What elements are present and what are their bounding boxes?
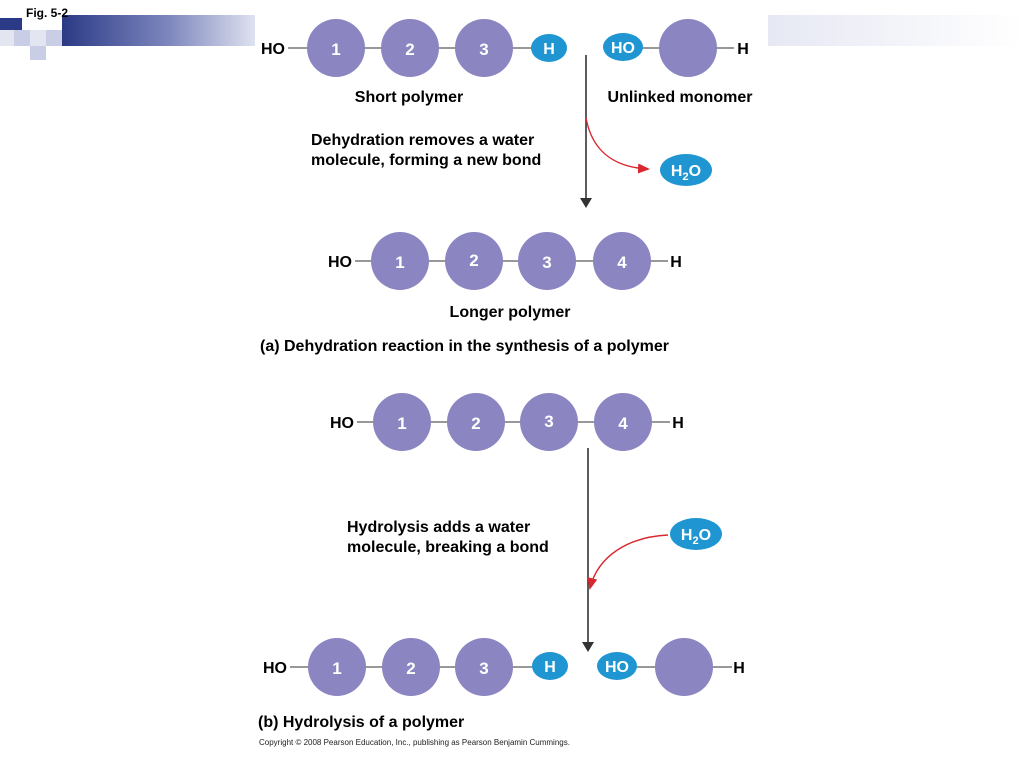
monomer-number: 2 — [469, 251, 478, 270]
water-release-arrow — [585, 117, 650, 174]
ho-group — [603, 33, 643, 61]
monomer — [659, 19, 717, 77]
monomer-number: 2 — [405, 40, 414, 59]
water-ellipse — [670, 518, 722, 550]
ho-label: HO — [330, 415, 354, 432]
monomer — [445, 232, 503, 290]
monomer — [455, 638, 513, 696]
header-bar-right — [768, 15, 1024, 46]
monomer-number: 2 — [471, 414, 480, 433]
ho-label: HO — [328, 254, 352, 271]
monomer — [371, 232, 429, 290]
h-group — [532, 652, 568, 680]
monomer — [593, 232, 651, 290]
hydrolysis-polymer: HO 1 2 3 4 H — [330, 393, 684, 451]
unlinked-monomer-caption: Unlinked monomer — [608, 89, 753, 106]
header-square — [46, 30, 62, 46]
header-square — [0, 18, 22, 30]
panel-a-caption: (a) Dehydration reaction in the synthesi… — [260, 338, 669, 355]
monomer-number: 1 — [332, 659, 341, 678]
monomer-number: 3 — [479, 40, 488, 59]
monomer-number: 4 — [618, 414, 628, 433]
unlinked-monomer: HO H Unlinked monomer — [603, 19, 752, 106]
monomer-number: 1 — [397, 414, 406, 433]
short-polymer: HO 1 2 3 H Short polymer — [261, 19, 567, 106]
water-formula: H2O — [681, 527, 711, 547]
ho-group-label: HO — [605, 659, 629, 676]
ho-label: HO — [263, 660, 287, 677]
panel-b-caption: (b) Hydrolysis of a polymer — [258, 714, 464, 731]
monomer — [307, 19, 365, 77]
header-square — [14, 30, 30, 46]
short-polymer-caption: Short polymer — [355, 89, 463, 106]
water-molecule: H2O — [670, 518, 722, 550]
dehydration-note-line2: molecule, forming a new bond — [311, 152, 541, 169]
header-bar — [62, 15, 255, 46]
monomer — [308, 638, 366, 696]
hydrolysis-note-line2: molecule, breaking a bond — [347, 539, 549, 556]
ho-group-label: HO — [611, 40, 635, 57]
ho-group — [597, 652, 637, 680]
dehydration-panel: HO 1 2 3 H Short polymer HO H Unlinked m… — [260, 19, 752, 355]
monomer — [381, 19, 439, 77]
monomer-number: 2 — [406, 659, 415, 678]
monomer-number: 3 — [544, 412, 553, 431]
copyright-notice: Copyright © 2008 Pearson Education, Inc.… — [259, 738, 570, 747]
water-ellipse — [660, 154, 712, 186]
monomer — [373, 393, 431, 451]
monomer — [520, 393, 578, 451]
monomer-number: 1 — [395, 253, 404, 272]
monomer-number: 3 — [479, 659, 488, 678]
h-group-label: H — [543, 41, 555, 58]
monomer-number: 3 — [542, 253, 551, 272]
hydrolysis-panel: HO 1 2 3 4 H Hydrolysis adds a water mol… — [258, 393, 745, 731]
ho-label: HO — [261, 41, 285, 58]
monomer — [455, 19, 513, 77]
slide-header: Fig. 5-2 — [0, 6, 1024, 60]
h-group-label: H — [544, 659, 556, 676]
monomer — [518, 232, 576, 290]
longer-polymer-caption: Longer polymer — [450, 304, 571, 321]
hydrolysis-products: HO 1 2 3 H HO H — [263, 638, 745, 696]
monomer — [655, 638, 713, 696]
header-square — [30, 46, 46, 60]
h-label: H — [737, 41, 749, 58]
water-addition-arrow — [587, 534, 669, 590]
monomer-number: 1 — [331, 40, 340, 59]
monomer — [382, 638, 440, 696]
water-formula: H2O — [671, 163, 701, 183]
header-square — [0, 30, 14, 46]
monomer-number: 4 — [617, 253, 627, 272]
dehydration-note-line1: Dehydration removes a water — [311, 132, 534, 149]
hydrolysis-note-line1: Hydrolysis adds a water — [347, 519, 530, 536]
water-molecule: H2O — [660, 154, 712, 186]
header-square — [30, 30, 46, 46]
monomer — [447, 393, 505, 451]
h-group — [531, 34, 567, 62]
h-label: H — [733, 660, 745, 677]
figure-label: Fig. 5-2 — [26, 6, 68, 20]
longer-polymer: HO 1 2 3 4 H Longer polymer — [328, 232, 682, 321]
h-label: H — [670, 254, 682, 271]
h-label: H — [672, 415, 684, 432]
monomer — [594, 393, 652, 451]
